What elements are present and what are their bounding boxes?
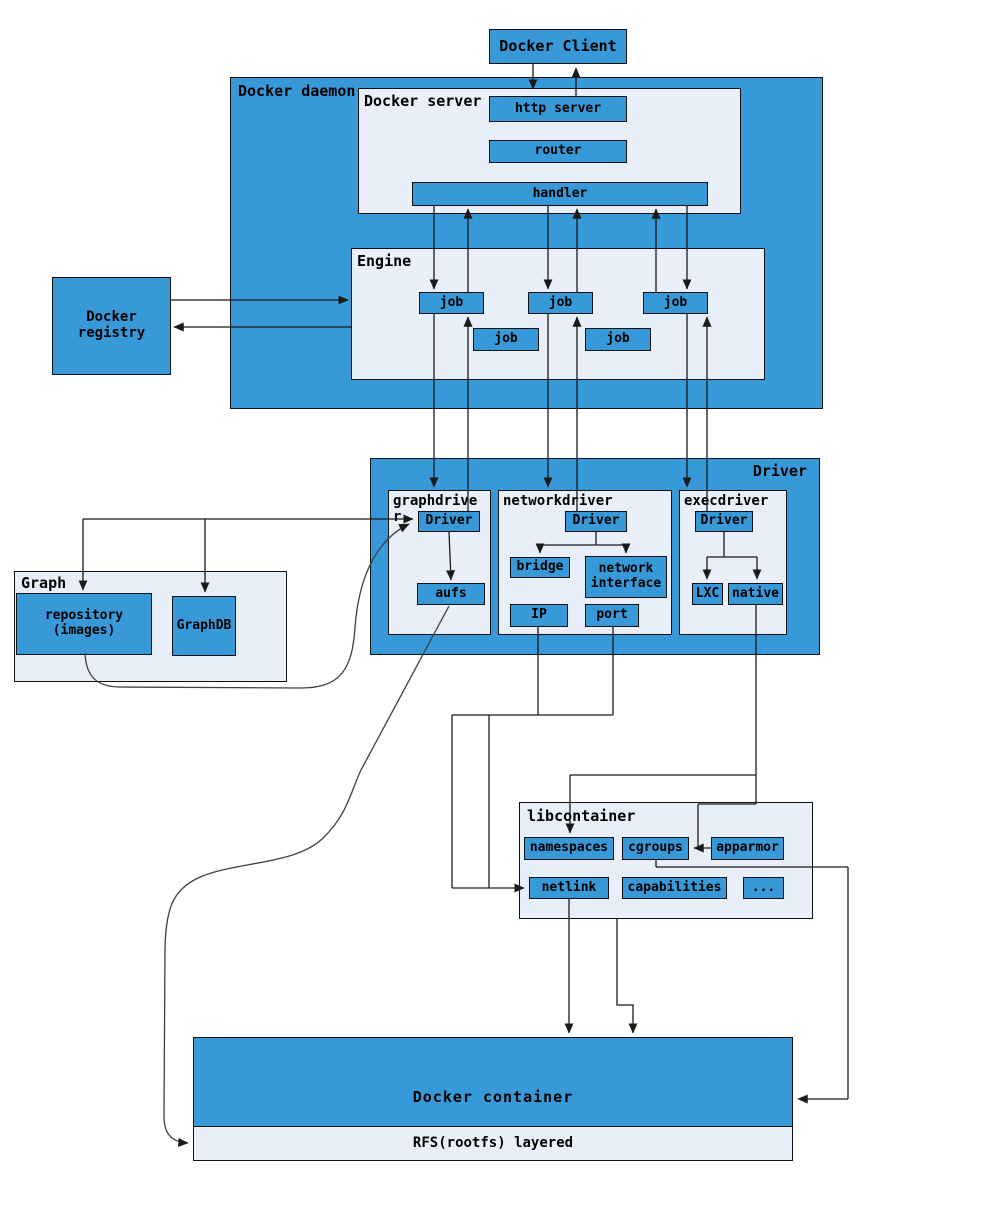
node-job-3: job [643, 292, 708, 314]
node-graphdb: GraphDB [172, 596, 236, 656]
node-cgroups: cgroups [622, 837, 689, 860]
group-libcontainer-label: libcontainer [527, 807, 636, 825]
node-job-1: job [419, 292, 484, 314]
node-namespaces: namespaces [524, 837, 614, 860]
node-capabilities: capabilities [622, 877, 727, 899]
node-ip: IP [510, 604, 568, 627]
group-graph-label: Graph [21, 574, 67, 592]
node-lxc: LXC [692, 583, 723, 605]
node-rfs-rootfs-layered: RFS(rootfs) layered [193, 1126, 793, 1161]
node-aufs: aufs [417, 583, 485, 605]
group-engine: Engine [351, 248, 765, 380]
group-execdriver-label: execdriver [684, 493, 769, 509]
node-network-interface: network interface [585, 556, 667, 598]
node-repository-images: repository (images) [16, 593, 152, 655]
node-docker-container: Docker container [193, 1037, 793, 1127]
node-handler: handler [412, 182, 708, 206]
node-execdriver-driver: Driver [695, 511, 753, 532]
group-docker-daemon-label: Docker daemon [238, 82, 356, 100]
group-graphdriver-label: graphdriver [393, 493, 478, 525]
node-port: port [585, 604, 639, 627]
node-graphdriver-driver: Driver [418, 511, 480, 532]
node-docker-registry: Docker registry [52, 277, 171, 375]
node-router: router [489, 140, 627, 163]
node-job-4: job [473, 328, 539, 351]
group-networkdriver-label: networkdriver [503, 493, 613, 509]
node-netlink: netlink [529, 877, 609, 899]
group-docker-server-label: Docker server [364, 92, 482, 110]
group-engine-label: Engine [357, 252, 412, 270]
node-ellipsis: ... [743, 877, 784, 899]
node-native: native [728, 583, 783, 605]
node-apparmor: apparmor [711, 837, 784, 860]
node-bridge: bridge [510, 557, 570, 578]
group-libcontainer: libcontainer [519, 802, 813, 919]
node-job-2: job [528, 292, 593, 314]
node-http-server: http server [489, 96, 627, 122]
node-docker-container-label: Docker container [412, 1088, 574, 1106]
node-networkdriver-driver: Driver [565, 511, 627, 532]
group-driver-label: Driver [752, 462, 807, 480]
node-docker-client: Docker Client [489, 29, 627, 64]
node-job-5: job [585, 328, 651, 351]
